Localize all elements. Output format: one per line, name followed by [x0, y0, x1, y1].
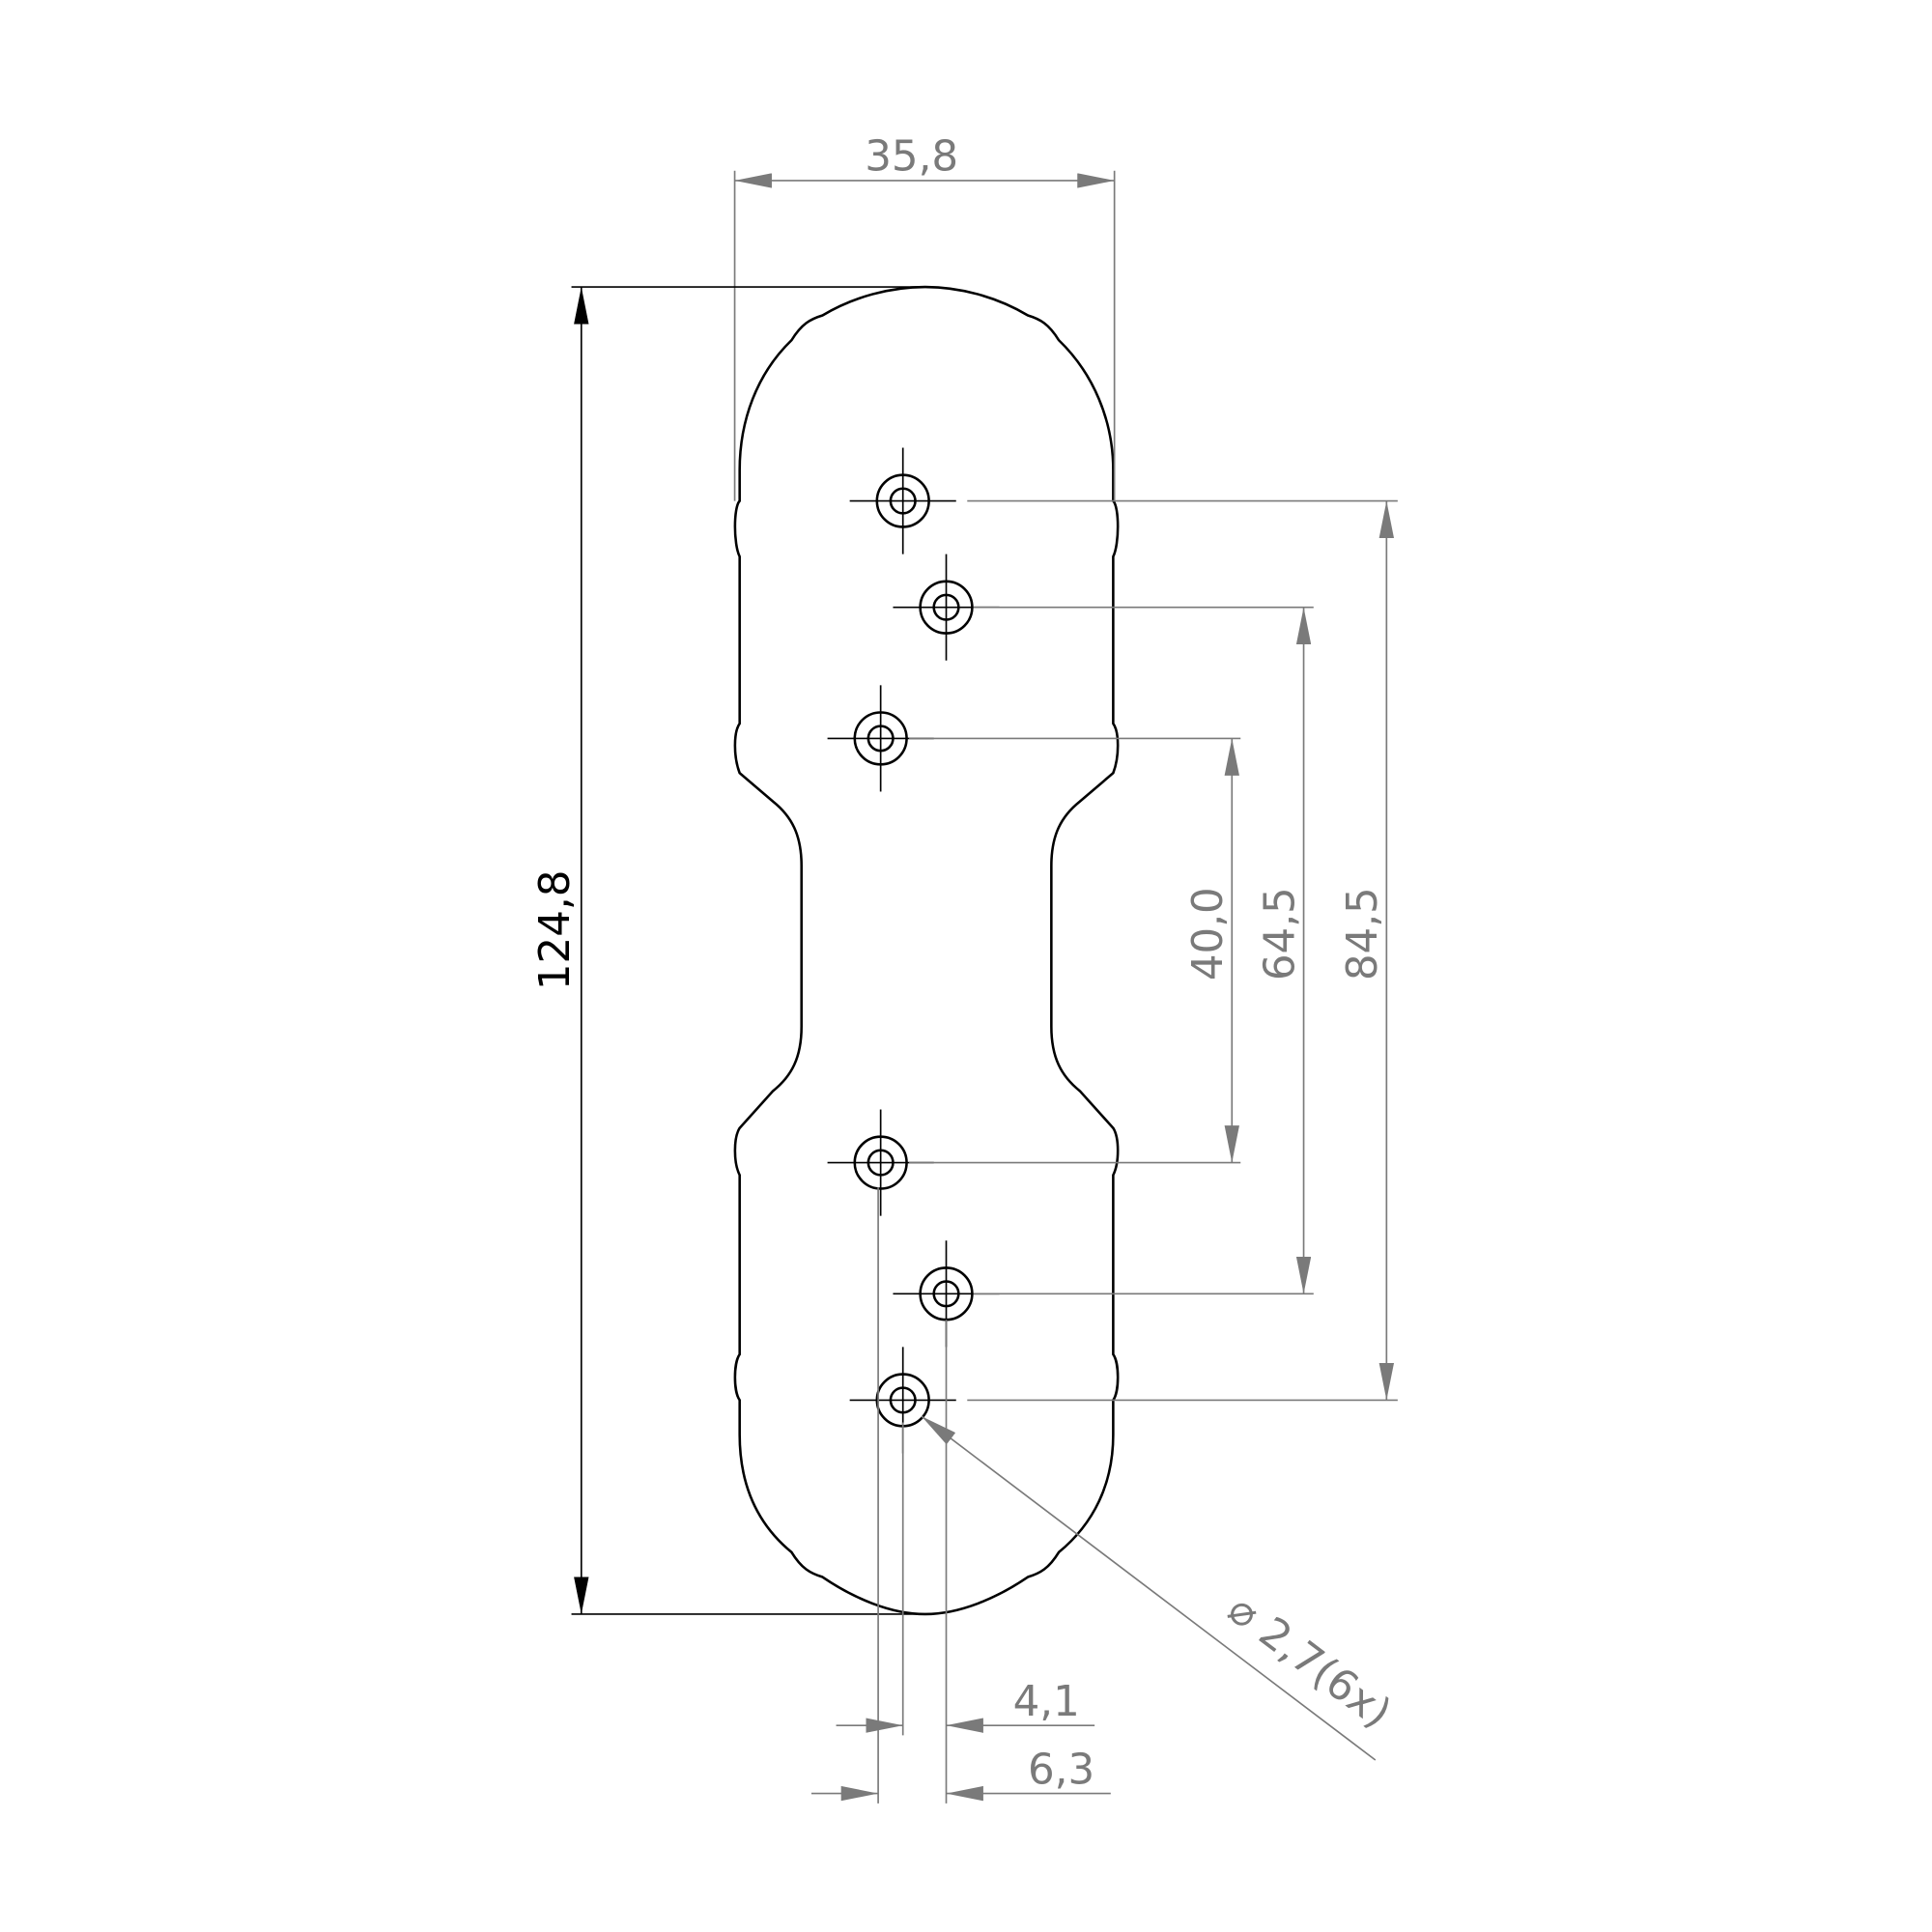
dimension-offset-large: 6,3 [810, 1187, 1111, 1804]
dimension-label: 35,8 [865, 133, 958, 182]
dimension-outer-hole-spacing: 84,5 [967, 499, 1398, 1402]
dimension-label: 84,5 [1339, 887, 1387, 980]
dimension-overall-width: 35,8 [733, 133, 1116, 501]
dimension-label: 124,8 [531, 870, 580, 991]
dimension-inner-hole-spacing: 40,0 [909, 737, 1241, 1164]
dimension-middle-hole-spacing: 64,5 [973, 606, 1314, 1295]
dimension-offset-small: 4,1 [836, 1320, 1095, 1804]
dimension-label: 40,0 [1184, 887, 1233, 980]
dimension-label: 6,3 [1028, 1746, 1094, 1794]
dimension-label: 64,5 [1256, 887, 1304, 980]
dimension-overall-height: 124,8 [531, 286, 925, 1615]
hole-2 [893, 554, 1000, 661]
dimension-label: 4,1 [1013, 1678, 1080, 1726]
part-outline [733, 285, 1120, 1616]
dimension-hole-diameter: ⌀ 2,7(6x) [921, 1415, 1400, 1761]
hole-1 [849, 447, 956, 554]
